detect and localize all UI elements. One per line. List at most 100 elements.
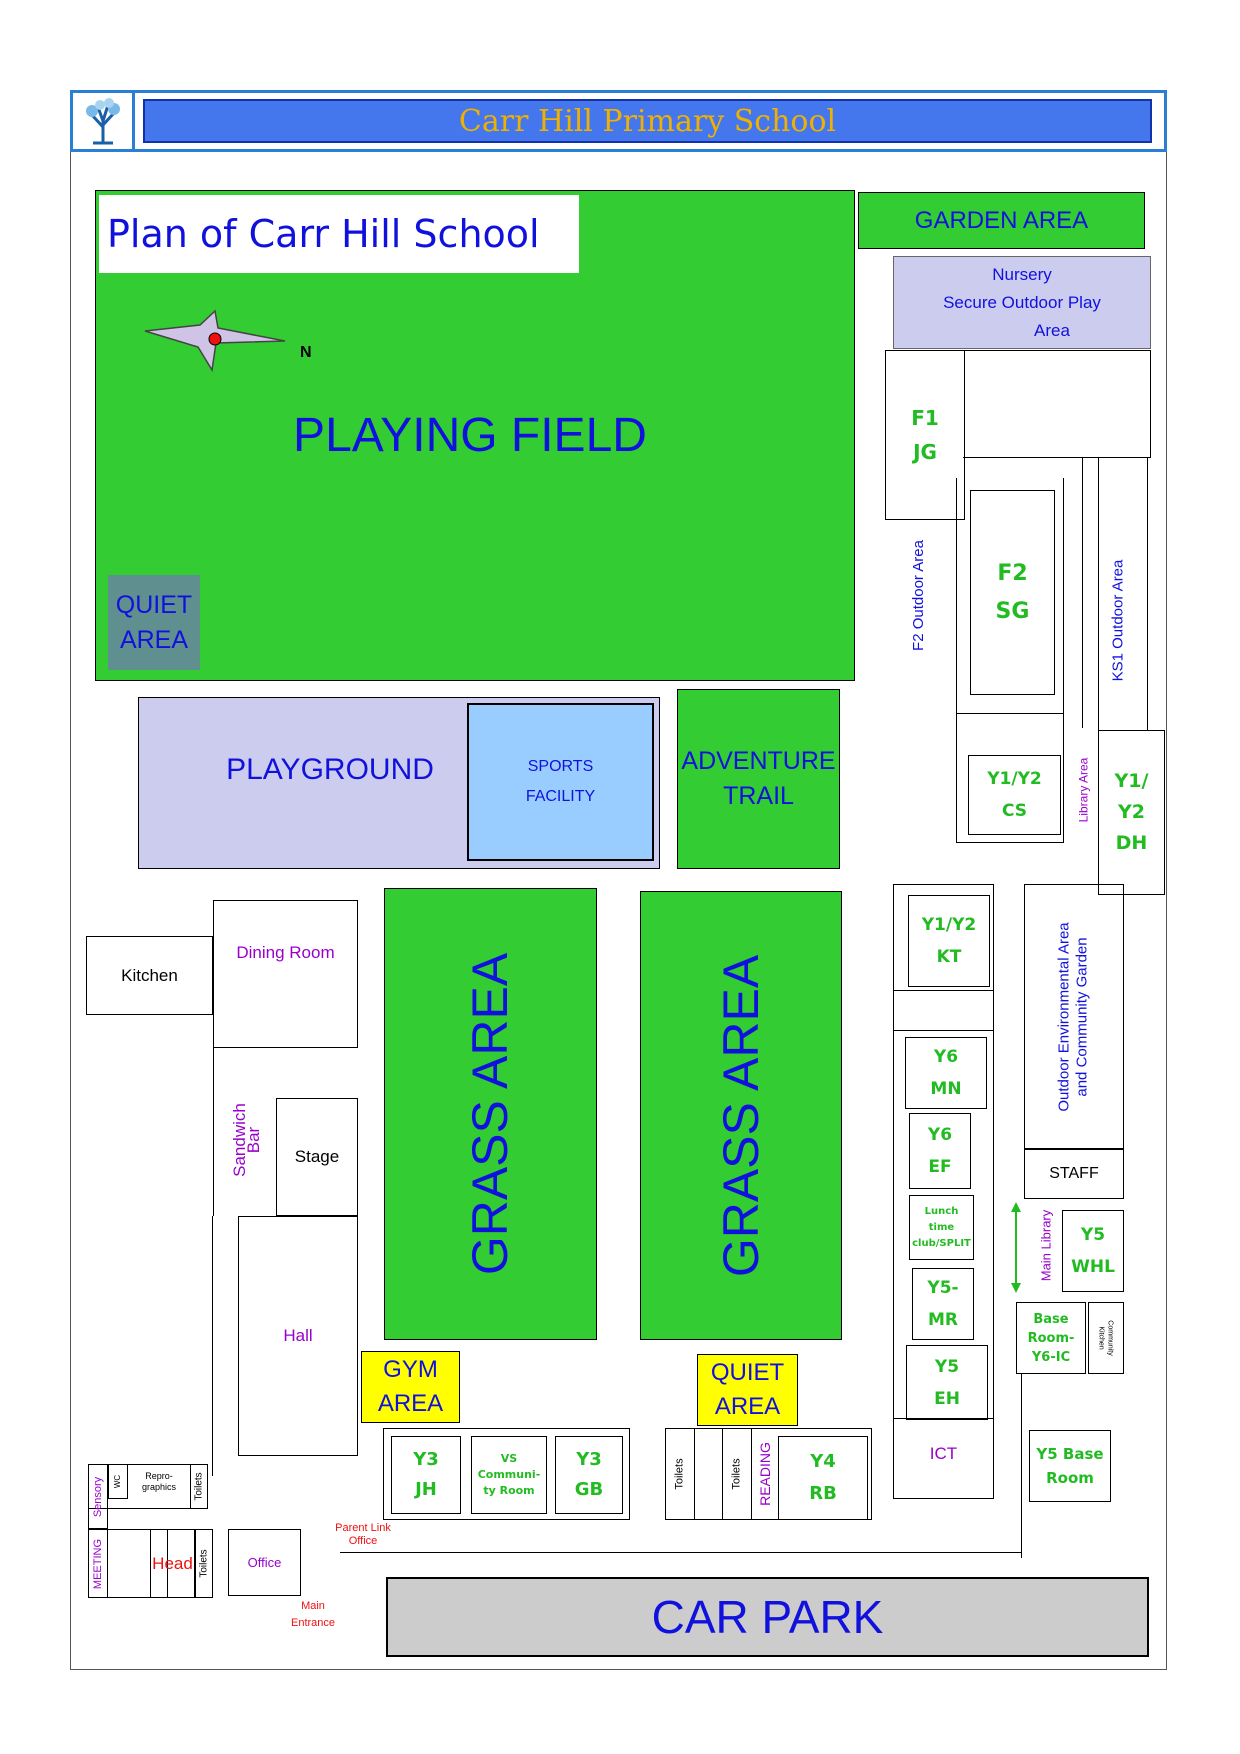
tree-icon — [85, 98, 120, 145]
room-y1y2-dh-line1: Y1/ — [1114, 770, 1149, 792]
main-entrance: Main Entrance — [278, 1598, 348, 1632]
room-f1-line2: JG — [913, 440, 937, 464]
room-f2-line2: SG — [995, 598, 1030, 624]
room-y1y2-dh: Y1/ Y2 DH — [1098, 730, 1165, 895]
east-wall — [1021, 1374, 1022, 1558]
community-kitchen-line1: Community — [1107, 1320, 1114, 1356]
playground-label: PLAYGROUND — [226, 753, 434, 786]
room-base-line2: Room- — [1027, 1330, 1075, 1346]
car-park-label: CAR PARK — [651, 1591, 884, 1643]
room-y1y2-kt-line1: Y1/Y2 — [921, 915, 977, 935]
room-y6-mn-line1: Y6 — [933, 1047, 959, 1067]
staff-room: STAFF — [1024, 1149, 1124, 1199]
room-y1y2-cs-line1: Y1/Y2 — [987, 769, 1042, 789]
room-lunch-line1: Lunch — [924, 1205, 959, 1217]
gym-area-line1: GYM — [383, 1356, 438, 1383]
main-entrance-line1: Main — [301, 1600, 325, 1612]
stage-label: Stage — [294, 1147, 340, 1166]
garden-area-label: GARDEN AREA — [914, 206, 1089, 234]
room-y6-ef-line1: Y6 — [927, 1125, 953, 1145]
sports-facility-line1: SPORTS — [527, 758, 594, 775]
quiet-area-bottom: QUIET AREA — [697, 1354, 798, 1426]
office: Office — [228, 1529, 301, 1596]
car-park: CAR PARK — [386, 1577, 1149, 1657]
meeting-label: MEETING — [92, 1538, 104, 1589]
hall: Hall — [238, 1216, 358, 1456]
library-area: Library Area — [1068, 735, 1098, 845]
room-vs-line3: ty Room — [483, 1484, 535, 1497]
room-y4-rb-line1: Y4 — [810, 1451, 836, 1472]
room-lunch-line3: club/SPLIT — [912, 1237, 971, 1249]
room-y3-jh-line2: JH — [415, 1479, 437, 1500]
room-y5-mr: Y5- MR — [912, 1268, 974, 1340]
reading-room: READING — [752, 1428, 778, 1520]
room-y5-base-line2: Room — [1046, 1469, 1094, 1487]
sensory-label: Sensory — [92, 1476, 105, 1517]
central-divider-1 — [893, 990, 994, 991]
room-vs-line2: Communi- — [477, 1468, 541, 1481]
sandwich-bar-corridor — [213, 1048, 276, 1216]
room-y5-whl: Y5 WHL — [1062, 1210, 1124, 1292]
reading-label: READING — [757, 1442, 774, 1506]
room-lunch-line2: time — [928, 1221, 955, 1233]
meeting-room: MEETING — [88, 1529, 108, 1598]
map-title: Plan of Carr Hill School — [107, 212, 540, 256]
quiet-area-bottom-line2: AREA — [714, 1393, 781, 1420]
gym-area-line2: AREA — [377, 1390, 444, 1417]
sports-facility-line2: FACILITY — [525, 788, 596, 805]
grass-area-2: GRASS AREA — [640, 891, 842, 1340]
nursery-line2: Secure Outdoor Play — [943, 292, 1101, 312]
toilets-c-label: Toilets — [193, 1472, 205, 1501]
adventure-trail: ADVENTURE TRAIL — [677, 689, 840, 869]
wc-label: WC — [113, 1474, 123, 1489]
kitchen-label: Kitchen — [121, 965, 178, 985]
quiet-area-top-line2: AREA — [119, 625, 189, 654]
quiet-area-bottom-line1: QUIET — [710, 1359, 785, 1386]
f2-outdoor-area: F2 Outdoor Area — [893, 520, 943, 670]
staff-label: STAFF — [1049, 1165, 1099, 1182]
y4-block — [665, 1428, 872, 1520]
community-kitchen-line2: Kitchen — [1098, 1326, 1105, 1350]
sandwich-bar: Sandwich Bar — [213, 1080, 273, 1200]
playing-field-label: PLAYING FIELD — [293, 408, 647, 462]
room-ict: ICT — [893, 1418, 994, 1488]
nursery-block — [963, 350, 1151, 458]
north-label: N — [300, 344, 312, 361]
room-base-y6-ic: Base Room- Y6-IC — [1016, 1302, 1086, 1374]
room-y5-mr-line2: MR — [927, 1310, 958, 1330]
room-y5-base: Y5 Base Room — [1029, 1430, 1111, 1502]
room-lunch-club: Lunch time club/SPLIT — [909, 1195, 974, 1260]
header-frame — [70, 90, 1167, 152]
grass-area-2-label: GRASS AREA — [713, 954, 769, 1277]
grass-area-1: GRASS AREA — [384, 888, 597, 1340]
nursery-line3: Area — [1034, 320, 1070, 340]
reprographics-line2: graphics — [141, 1481, 177, 1492]
room-y3-jh: Y3 JH — [391, 1436, 461, 1514]
toilets-d: Toilets — [195, 1529, 213, 1598]
room-y5-base-line1: Y5 Base — [1036, 1445, 1104, 1463]
nursery-area: Nursery Secure Outdoor Play Area — [893, 256, 1151, 349]
room-f1-line1: F1 — [911, 406, 939, 430]
toilets-a-label: Toilets — [673, 1458, 686, 1490]
room-y3-gb: Y3 GB — [555, 1436, 623, 1514]
map-title-box: Plan of Carr Hill School — [99, 195, 579, 273]
room-base-line3: Y6-IC — [1031, 1349, 1071, 1365]
room-y3-gb-line2: GB — [574, 1479, 604, 1500]
header-title-bar: Carr Hill Primary School — [143, 99, 1152, 143]
toilets-d-label: Toilets — [198, 1549, 210, 1578]
grass-area-1-label: GRASS AREA — [462, 952, 519, 1276]
hall-label: Hall — [283, 1326, 313, 1345]
corridor-line-a — [1082, 458, 1083, 728]
room-y3-jh-line1: Y3 — [413, 1449, 439, 1470]
library-area-label: Library Area — [1076, 757, 1091, 823]
nursery-line1: Nursery — [992, 264, 1052, 284]
quiet-area-top-line1: QUIET — [115, 590, 193, 619]
room-vs-community: VS Communi- ty Room — [471, 1436, 547, 1514]
environmental-line2: and Community Garden — [1074, 936, 1091, 1097]
left-corridor — [212, 1216, 213, 1476]
room-y6-mn-line2: MN — [930, 1079, 962, 1099]
f2-wing-outline — [956, 478, 1064, 713]
room-base-line1: Base — [1033, 1311, 1069, 1327]
ks1-corridor — [1098, 458, 1148, 730]
central-divider-2 — [893, 1030, 994, 1031]
